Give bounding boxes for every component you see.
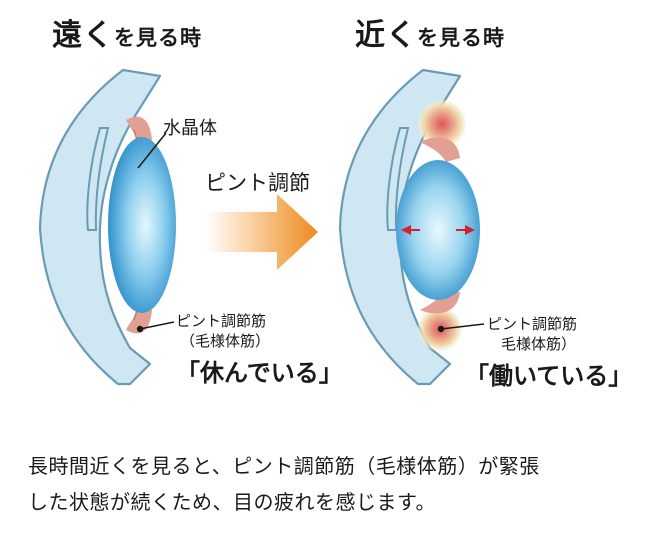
title-near-rest: を見る時 [417,26,505,50]
muscle-label-far-line2: （毛様体筋） [180,332,271,350]
focus-adjust-label: ピント調節 [205,171,310,195]
title-near-main: 近く [355,18,417,53]
title-far-main: 遠く [52,18,114,53]
muscle-label-far: ピント調節筋 （毛様体筋） [176,311,270,351]
lens-label: 水晶体 [163,118,217,139]
expand-arrow-right [456,225,475,235]
iris-far [86,127,110,231]
caption-line1: 長時間近くを見ると、ピント調節筋（毛様体筋）が緊張 [28,454,540,478]
expand-arrow-left [401,225,420,235]
state-resting: 「休んでいる」 [176,359,343,387]
lens-far [108,137,176,313]
caption: 長時間近くを見ると、ピント調節筋（毛様体筋）が緊張 した状態が続くため、目の疲れ… [28,448,648,520]
caption-line2: した状態が続くため、目の疲れを感じます。 [28,490,436,514]
title-far-view: 遠くを見る時 [52,10,202,54]
muscle-label-near: ピント調節筋 毛様体筋） [487,314,577,354]
title-near-view: 近くを見る時 [355,10,505,54]
eye-near [338,68,485,386]
muscle-label-near-line2: 毛様体筋） [501,335,577,353]
muscle-leader-near [440,323,485,330]
muscle-leader-far [139,321,175,330]
title-far-rest: を見る時 [114,26,202,50]
lens-leader-line [137,132,167,169]
muscle-label-near-line1: ピント調節筋 [487,315,578,333]
state-working: 「働いている」 [465,362,633,390]
muscle-label-far-line1: ピント調節筋 [176,312,267,330]
ciliary-muscle-top-near [420,137,460,162]
eye-far [38,68,176,386]
lens-near [396,160,480,300]
tension-glow-top [418,100,466,148]
cornea-sclera-far [38,68,162,386]
adjustment-arrow [205,194,318,270]
